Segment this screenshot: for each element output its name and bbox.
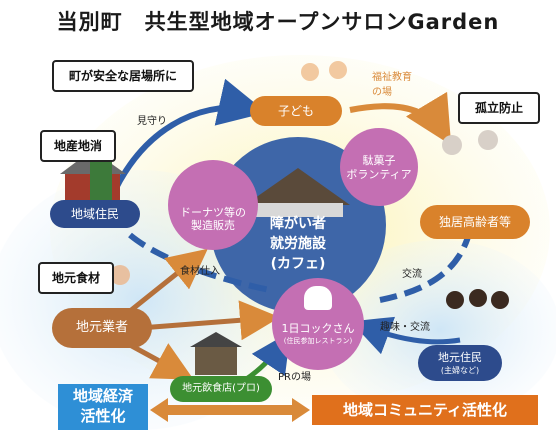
- node-elderly: 独居高齢者等: [420, 205, 530, 239]
- donut-line1: ドーナツ等の: [180, 206, 246, 219]
- label-pr: PRの場: [278, 372, 311, 383]
- callout-local-ingredients: 地元食材: [38, 262, 114, 294]
- callout-prevent-isolation: 孤立防止: [458, 92, 540, 124]
- node-donut: ドーナツ等の 製造販売: [168, 160, 258, 250]
- center-line1: 障がい者: [270, 216, 326, 232]
- center-line3: (カフェ): [270, 256, 326, 272]
- label-watching: 見守り: [137, 116, 167, 127]
- welfare-line2: の場: [372, 87, 392, 98]
- node-one-day-cook: 1日コックさん (住民参加レストラン): [272, 278, 364, 370]
- node-local-business: 地元業者: [52, 308, 152, 348]
- donut-line2: 製造販売: [191, 219, 235, 232]
- callout-local-consumption: 地産地消: [40, 130, 116, 162]
- banner-community: 地域コミュニティ活性化: [312, 395, 538, 425]
- chef-hat-icon: [304, 286, 332, 310]
- candy-line1: 駄菓子: [362, 154, 396, 167]
- node-local-residents: 地域住民: [50, 200, 140, 228]
- callout-safe-place: 町が安全な居場所に: [52, 60, 194, 92]
- label-ingredients-purchase: 食材仕入: [180, 266, 220, 277]
- banner-economy: 地域経済 活性化: [58, 384, 148, 430]
- one-day-cook-sub: (住民参加レストラン): [283, 337, 353, 345]
- node-children: 子ども: [250, 96, 342, 126]
- node-local-residents2: 地元住民 (主婦など): [418, 345, 502, 381]
- one-day-cook-label: 1日コックさん: [281, 322, 355, 335]
- page-title: 当別町 共生型地域オープンサロンGarden: [56, 10, 500, 34]
- node-candy: 駄菓子 ボランティア: [340, 128, 418, 206]
- center-line2: 就労施設: [270, 236, 326, 252]
- center-label: 障がい者 就労施設 (カフェ): [246, 214, 350, 274]
- banner-economy-line1: 地域経済: [72, 387, 133, 405]
- banner-economy-line2: 活性化: [80, 407, 126, 425]
- local-residents2-sub: (主婦など): [440, 366, 480, 375]
- label-hobby-exchange: 趣味・交流: [380, 322, 430, 333]
- local-residents2-label: 地元住民: [438, 351, 482, 364]
- candy-line2: ボランティア: [346, 168, 412, 181]
- welfare-line1: 福祉教育: [372, 72, 412, 83]
- label-welfare-education: 福祉教育 の場: [372, 68, 412, 98]
- label-exchange: 交流: [402, 269, 422, 280]
- node-local-restaurant: 地元飲食店(プロ): [170, 376, 272, 402]
